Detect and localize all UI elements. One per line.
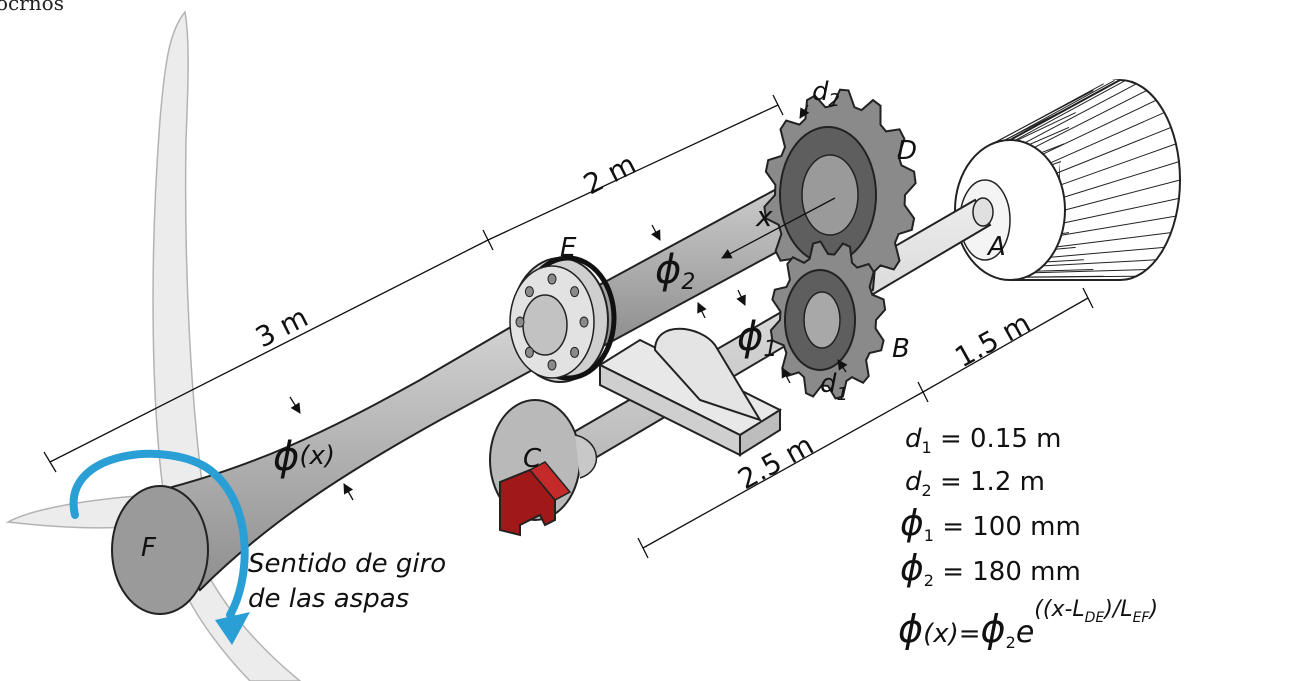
- label-b: B: [892, 334, 910, 364]
- generator-rib: [1063, 197, 1180, 224]
- gear-b: [769, 240, 887, 400]
- generator-rib: [1056, 126, 1172, 174]
- label-d2: d2: [812, 77, 840, 111]
- equation-d2: d2 = 1.2 m: [905, 467, 1045, 500]
- label-x: x: [755, 200, 773, 233]
- label-d1: d1: [820, 369, 848, 405]
- bolt-hole: [524, 286, 534, 298]
- bolt-hole: [579, 316, 589, 328]
- generator-rib: [1063, 161, 1180, 198]
- generator-rib: [994, 83, 1104, 144]
- gear-d: [763, 88, 917, 302]
- brake-caliper: [499, 461, 572, 537]
- hub-f: [111, 485, 209, 615]
- bolt-hole: [570, 346, 580, 358]
- bolt-hole: [524, 346, 534, 358]
- equation-phi2: ϕ2 = 180 mm: [900, 548, 1081, 590]
- rotation-note-line2: de las aspas: [248, 584, 409, 614]
- dimension-lines: [43, 94, 1094, 559]
- generator-rib: [1043, 259, 1157, 267]
- generator-rib: [1064, 179, 1181, 211]
- bolt-hole: [547, 359, 557, 371]
- generator-rib: [1056, 232, 1172, 248]
- label-d: D: [897, 136, 917, 166]
- bolt-hole: [570, 286, 580, 298]
- dimension-1-5m: 1.5 m: [949, 306, 1036, 374]
- label-c: C: [523, 444, 542, 474]
- generator: [954, 79, 1181, 281]
- generator-rib: [1004, 79, 1115, 141]
- equations-block: d1 = 0.15 m d2 = 1.2 m ϕ1 = 100 mm ϕ2 = …: [898, 424, 1158, 652]
- label-phi1: ϕ1: [737, 314, 777, 362]
- generator-rib: [1050, 246, 1165, 258]
- label-f: F: [141, 533, 157, 563]
- rotation-note: Sentido de giro de las aspas: [248, 549, 446, 614]
- header-fragment: ocrnos: [0, 0, 64, 15]
- generator-rib: [1024, 83, 1137, 144]
- equation-phi1: ϕ1 = 100 mm: [900, 503, 1081, 545]
- rotation-note-line1: Sentido de giro: [248, 549, 446, 579]
- generator-rib: [1061, 215, 1176, 236]
- component-labels: A B C D E F x d2 d1 ϕ2 ϕ1 ϕ(x): [141, 77, 1006, 563]
- dimension-3m: 3 m: [250, 300, 313, 354]
- equation-d1: d1 = 0.15 m: [905, 424, 1062, 457]
- equation-phi-x: ϕ(x)=ϕ2e((x-LDE)/LEF): [898, 597, 1158, 652]
- label-e: E: [560, 233, 577, 263]
- generator-rib: [1050, 112, 1165, 164]
- rotation-arrow: [69, 449, 250, 645]
- generator-rib: [1034, 90, 1147, 148]
- generator-rib: [1061, 143, 1177, 186]
- label-phi2: ϕ2: [655, 247, 695, 295]
- bolt-hole: [547, 273, 557, 285]
- generator-rib: [1042, 99, 1157, 155]
- flange-coupling-e: [509, 255, 617, 383]
- pillow-block-bearing: [597, 327, 783, 457]
- label-phi-x: ϕ(x): [273, 434, 335, 480]
- label-a: A: [986, 232, 1006, 262]
- generator-rib: [1034, 269, 1147, 274]
- generator-rib: [1014, 79, 1126, 141]
- bolt-hole: [515, 316, 525, 328]
